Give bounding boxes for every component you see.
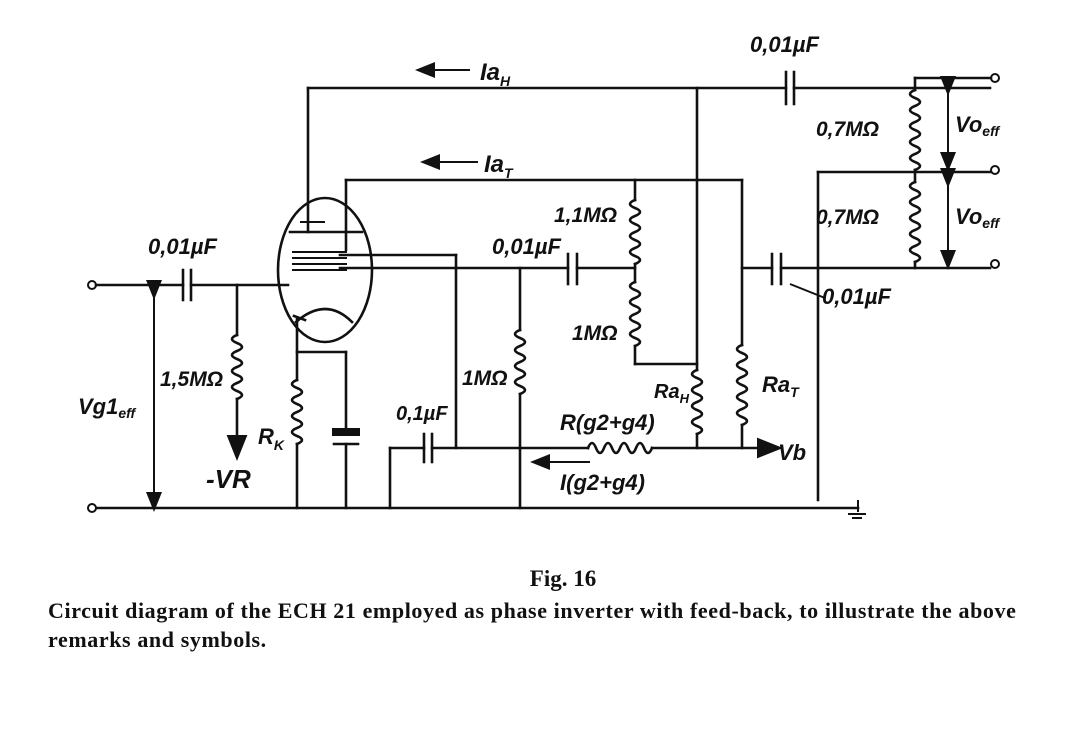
supply-label: Vb [778,440,806,465]
cap-mid-label: 0,01µF [492,234,561,259]
ground-rail [87,500,866,519]
bias-label: -VR [206,464,251,494]
screen-res-label: R(g2+g4) [560,410,655,435]
out-voltage-bottom-label: Voeff [955,204,1000,231]
cathode-resistor-label: RK [258,424,285,453]
figure-caption: Circuit diagram of the ECH 21 employed a… [48,598,1017,652]
input-voltage-label: Vg1eff [78,394,137,421]
res-1m-grid-label: 1MΩ [462,367,508,390]
res-1m-upper-label: 1MΩ [572,322,618,345]
circuit-diagram: 0,01µF 0,01µF 0,01µF 0,01µF 0,1µF IaH Ia… [78,32,1000,519]
res-07-bottom-label: 0,7MΩ [816,206,879,229]
cap-right-label: 0,01µF [822,284,891,309]
cap-screen-label: 0,1µF [396,403,448,425]
grid-resistor-label: 1,5MΩ [160,368,223,391]
tube-ech21 [276,196,374,344]
anode-res-h-label: RaH [654,381,690,406]
output-network [740,76,1000,502]
anode-resistors [690,343,749,450]
screen-network [338,253,783,510]
mid-coupling [338,252,637,510]
res-07-top-label: 0,7MΩ [816,118,879,141]
res-1-1m-label: 1,1MΩ [554,204,617,227]
anode-h-line [306,62,1000,372]
input-line [87,268,290,302]
screen-current-label: I(g2+g4) [560,470,645,495]
cathode-network [290,316,360,510]
anode-t-line [344,154,744,366]
cap-top-label: 0,01µF [750,32,819,57]
current-anode-t-label: IaT [484,151,514,181]
figure-title: Fig. 16 [529,566,597,591]
current-anode-h-label: IaH [480,59,511,89]
cap-input-label: 0,01µF [148,234,217,259]
out-voltage-top-label: Voeff [955,112,1000,139]
anode-res-t-label: RaT [762,372,800,400]
grid-resistor [226,283,248,461]
